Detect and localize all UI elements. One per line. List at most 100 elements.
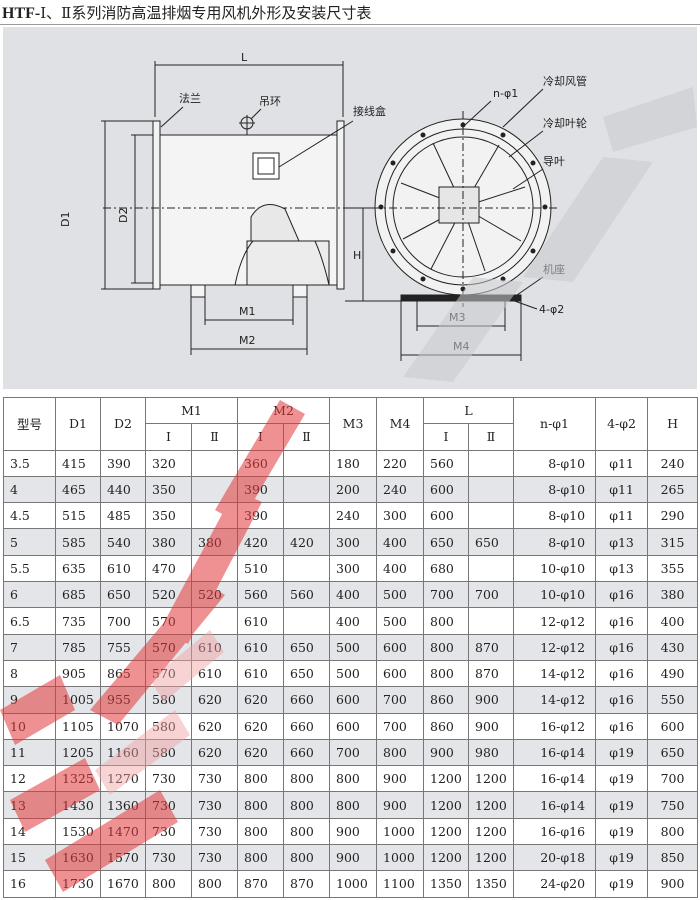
table-cell: 4.5 (3, 502, 56, 530)
table-cell (190, 475, 239, 504)
table-cell: 800 (329, 791, 378, 819)
table-cell: 735 (55, 607, 101, 635)
table-cell: 390 (237, 475, 285, 504)
table-cell: 12-φ12 (513, 633, 597, 661)
table-cell: 465 (55, 475, 101, 504)
table-cell: φ13 (595, 554, 649, 583)
table-cell: 16-φ14 (513, 791, 597, 819)
table-cell: 600 (329, 686, 378, 714)
title-text: Ⅰ、Ⅱ系列消防高温排烟专用风机外形及安装尺寸表 (40, 4, 372, 22)
table-cell: 420 (237, 528, 285, 556)
table-cell: 14 (3, 817, 56, 846)
table-cell: 5 (3, 528, 56, 556)
table-cell: 220 (376, 449, 425, 477)
table-cell: 540 (100, 528, 146, 556)
table-cell (468, 449, 515, 477)
table-cell: 800 (423, 659, 470, 688)
table-cell (190, 502, 239, 530)
header-four-phi2: 4-φ2 (595, 397, 649, 451)
table-cell: 600 (329, 712, 378, 740)
table-cell: 14-φ12 (513, 686, 597, 714)
table-cell: 620 (237, 738, 285, 767)
table-cell: 1205 (55, 738, 101, 767)
table-cell: 730 (190, 844, 239, 872)
table-cell: 900 (329, 817, 378, 846)
table-cell: φ11 (595, 449, 649, 477)
title-divider (0, 24, 700, 25)
foot-right (292, 284, 308, 298)
table-cell: φ16 (595, 581, 649, 609)
table-cell: 900 (647, 870, 699, 898)
table-cell: 430 (647, 633, 699, 661)
table-cell: 24-φ20 (513, 870, 597, 898)
table-cell: 200 (329, 475, 378, 504)
table-cell: 1350 (468, 870, 515, 898)
table-cell: 1325 (55, 765, 101, 793)
table-cell: 290 (647, 502, 699, 530)
table-cell (190, 449, 239, 477)
table-cell (283, 502, 331, 530)
table-cell: 685 (55, 581, 101, 609)
table-cell: 900 (329, 844, 378, 872)
table-cell: 3.5 (3, 449, 56, 477)
table-cell: 900 (376, 791, 425, 819)
table-cell: 360 (237, 449, 285, 477)
table-cell (283, 475, 331, 504)
table-cell: 1200 (423, 791, 470, 819)
dimension-table: 型号 D1 D2 M1 M2 M3 M4 L n-φ1 4-φ2 H Ⅰ Ⅱ Ⅰ… (3, 396, 699, 898)
table-cell: 400 (329, 581, 378, 609)
table-cell (190, 554, 239, 583)
subheader-M2-I: Ⅰ (237, 423, 285, 451)
table-cell: 730 (190, 817, 239, 846)
flange-bolt-holes (378, 122, 548, 292)
header-D1: D1 (55, 397, 101, 451)
label-M2: M2 (239, 334, 256, 347)
table-cell: 650 (468, 528, 515, 556)
hub (438, 186, 480, 224)
table-cell: 800 (376, 738, 425, 767)
table-cell: 1200 (468, 844, 515, 872)
table-cell: 1000 (376, 817, 425, 846)
table-cell: 580 (145, 738, 192, 767)
table-cell: 4 (3, 475, 56, 504)
table-cell: 580 (145, 686, 192, 714)
table-cell: 870 (468, 659, 515, 688)
table-cell: 730 (190, 791, 239, 819)
table-cell: 900 (423, 738, 470, 767)
table-cell: 650 (423, 528, 470, 556)
table-cell: 16 (3, 870, 56, 898)
table-cell: 610 (190, 633, 239, 661)
table-cell: 10 (3, 712, 56, 740)
table-cell: 610 (237, 607, 285, 635)
table-cell: φ16 (595, 633, 649, 661)
table-cell: 620 (237, 712, 285, 740)
label-n-phi1: n-φ1 (493, 87, 518, 100)
table-cell: 1200 (423, 844, 470, 872)
table-cell: 16-φ14 (513, 738, 597, 767)
subheader-L-II: Ⅱ (468, 423, 515, 451)
table-cell: 1200 (423, 817, 470, 846)
table-cell: 420 (283, 528, 331, 556)
table-cell: 700 (647, 765, 699, 793)
table-cell: φ13 (595, 528, 649, 556)
table-cell: 800 (237, 765, 285, 793)
table-cell (468, 502, 515, 530)
table-cell: 350 (145, 475, 192, 504)
table-cell: 870 (237, 870, 285, 898)
table-cell: 660 (283, 738, 331, 767)
table-cell: 180 (329, 449, 378, 477)
table-cell: 10-φ10 (513, 554, 597, 583)
table-cell: 1000 (329, 870, 378, 898)
table-cell: φ16 (595, 659, 649, 688)
table-cell: 240 (329, 502, 378, 530)
table-cell: 850 (647, 844, 699, 872)
table-cell: 785 (55, 633, 101, 661)
table-cell: 8-φ10 (513, 528, 597, 556)
table-cell: 600 (423, 475, 470, 504)
subheader-M1-II: Ⅱ (190, 423, 239, 451)
table-cell: 700 (329, 738, 378, 767)
header-M1: M1 (144, 396, 239, 425)
